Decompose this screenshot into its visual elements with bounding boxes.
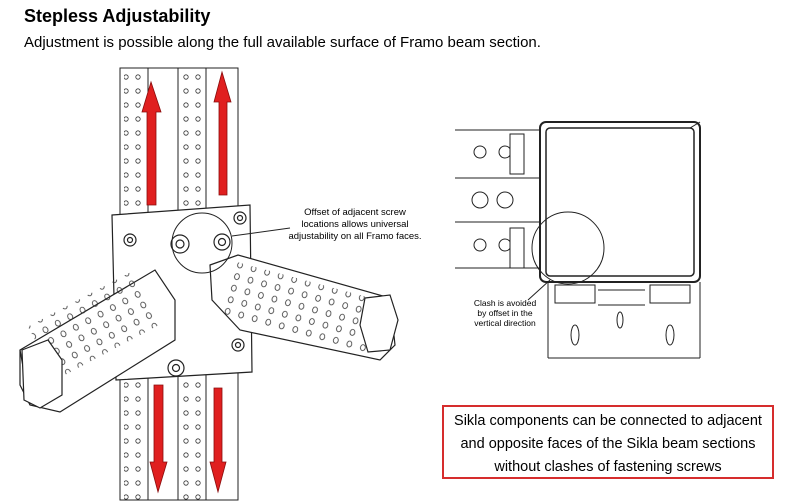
left-beam: [19, 269, 176, 413]
callout-right-line-2: by offset in the: [477, 308, 533, 318]
callout-left-line-3: adjustability on all Framo faces.: [288, 231, 422, 242]
callout-text-clash: Clash is avoided by offset in the vertic…: [455, 298, 555, 328]
callout-marker-left: [171, 212, 291, 274]
adjustment-arrows: [141, 70, 232, 494]
arrow-down-right-icon: [209, 387, 227, 494]
callout-right-line-1: Clash is avoided: [473, 298, 537, 308]
page-title: Stepless Adjustability: [24, 6, 211, 26]
callout-text-offset: Offset of adjacent screw locations allow…: [270, 207, 440, 243]
right-beam: [209, 254, 399, 361]
info-box: Sikla components can be connected to adj…: [442, 405, 774, 479]
info-box-line-3: without clashes of fastening screws: [494, 459, 722, 475]
arrow-up-left-icon: [141, 80, 162, 206]
page-subtitle: Adjustment is possible along the full av…: [24, 34, 541, 51]
arrow-down-left-icon: [149, 384, 168, 494]
info-box-line-2: and opposite faces of the Sikla beam sec…: [460, 436, 756, 452]
callout-marker-right: [527, 211, 605, 301]
section-view: [455, 121, 701, 359]
arrow-up-right-icon: [213, 70, 232, 196]
callout-left-line-2: locations allows universal: [301, 219, 409, 230]
callout-left-line-1: Offset of adjacent screw: [304, 207, 406, 218]
callout-right-line-3: vertical direction: [474, 318, 536, 328]
info-box-line-1: Sikla components can be connected to adj…: [454, 413, 762, 429]
